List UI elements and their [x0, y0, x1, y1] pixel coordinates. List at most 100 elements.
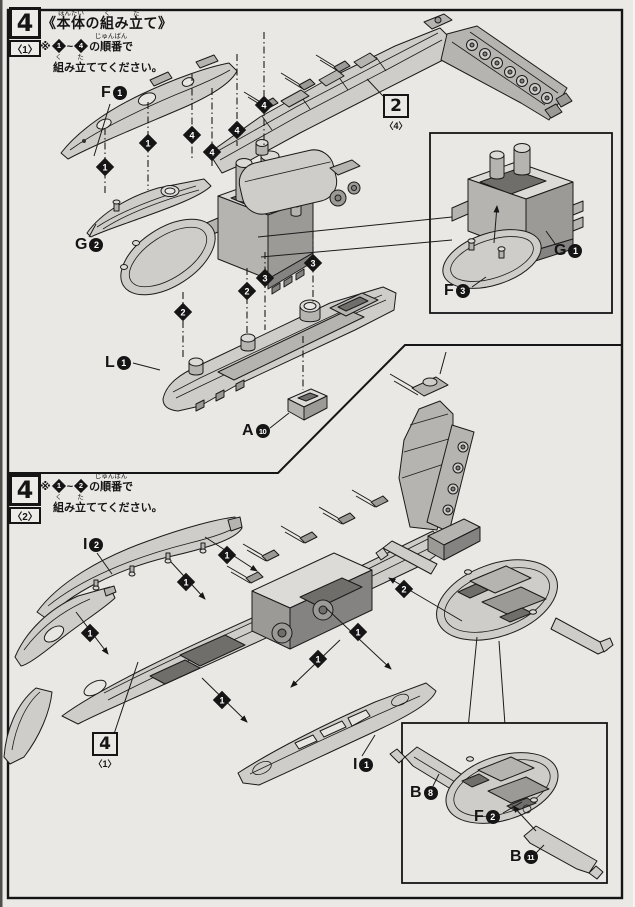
subassembly-2-art [208, 13, 573, 174]
part-letter: F [474, 808, 484, 825]
ref-variant: 〈1〉 [93, 759, 117, 769]
assembly-order-marker: 4 [254, 95, 274, 115]
pod-assembly-art [375, 540, 614, 655]
step-variant-text: 〈2〉 [12, 512, 38, 523]
part-number-badge: 2 [89, 238, 104, 252]
part-a10-art [287, 388, 328, 421]
leader-lines-section1 [88, 78, 384, 429]
main-ship-art [61, 351, 481, 725]
section2-art [3, 351, 614, 884]
part-number-badge: 11 [523, 850, 538, 864]
step-number-text: 4 [16, 476, 34, 504]
note-line-2: 組くみ立たててください。 [53, 53, 163, 79]
part-number-badge: 1 [359, 758, 374, 772]
subassembly-ref-2: 2 〈4〉 [383, 94, 409, 132]
ruby-word: 立た [75, 493, 86, 514]
section2-step-variant: 〈2〉 [9, 507, 41, 524]
assembly-order-marker: 4 [202, 142, 222, 162]
part-l1-art [162, 286, 397, 412]
ruby-word: 本体ほんたい [56, 10, 86, 31]
part-letter: F [101, 84, 111, 101]
assembly-order-marker: 1 [212, 690, 232, 710]
section2-step-number: 4 [9, 474, 41, 506]
assembly-order-marker: 2 [237, 281, 257, 301]
inset-box-2 [389, 722, 608, 884]
part-letter: G [75, 236, 88, 253]
section1-art [60, 13, 613, 429]
part-number-badge: 8 [423, 786, 438, 800]
section2-header: 4 〈2〉 [9, 474, 41, 524]
part-i1-art [237, 682, 437, 786]
assembly-order-marker: 1 [80, 623, 100, 643]
ref-variant: 〈4〉 [384, 121, 408, 131]
ruby-word: 順番じゅんばん [94, 473, 128, 493]
part-letter: G [554, 242, 567, 259]
assembly-order-marker: 4 [227, 120, 247, 140]
assembly-order-marker: 1 [95, 157, 115, 177]
inset1-link-line [260, 239, 453, 258]
assembly-order-marker: 1 [348, 622, 368, 642]
ruby-word: 立た [129, 10, 144, 31]
section1-title: 《本体ほんたいの組くみ立たて》 [42, 10, 173, 31]
assembly-order-marker: 2 [173, 302, 193, 322]
part-letter: B [510, 848, 522, 865]
part-letter: A [242, 422, 254, 439]
assembly-order-marker: 4 [182, 125, 202, 145]
part-number-badge: 10 [255, 424, 270, 438]
track-rollers [466, 39, 553, 104]
part-letter: I [353, 756, 358, 773]
inset1-link-line [257, 216, 453, 238]
assembly-order-marker: 1 [308, 649, 328, 669]
subassembly-ref-4: 4 〈1〉 [92, 732, 118, 770]
ruby-word: 順番じゅんばん [94, 33, 128, 53]
ruby-word: 立た [75, 53, 86, 74]
part-letter: F [444, 282, 454, 299]
part-letter: B [410, 784, 422, 801]
assembly-order-marker: 1 [138, 133, 158, 153]
part-letter: L [105, 354, 115, 371]
part-number-badge: 2 [485, 810, 500, 824]
step-number-text: 4 [16, 9, 34, 37]
step-variant-text: 〈1〉 [12, 45, 38, 56]
inset-box-1 [429, 132, 613, 314]
boiler-block-art [238, 139, 361, 215]
part-number-badge: 1 [116, 356, 131, 370]
ref-number: 4 [92, 732, 118, 756]
part-letter: I [83, 536, 88, 553]
assembly-order-marker: 1 [176, 572, 196, 592]
part-number-badge: 2 [89, 538, 104, 552]
assembly-order-marker: 3 [255, 268, 275, 288]
note-line-2: 組くみ立たててください。 [53, 493, 163, 519]
part-number-badge: 1 [568, 244, 583, 258]
assembly-order-marker: 1 [217, 545, 237, 565]
assembly-order-marker: 3 [303, 253, 323, 273]
assembly-order-marker: 2 [394, 579, 414, 599]
left-wing-piece-art [14, 585, 117, 667]
section-divider [8, 344, 622, 474]
part-number-badge: 1 [112, 86, 127, 100]
section1-step-number: 4 [9, 7, 41, 39]
ref-number: 2 [383, 94, 409, 118]
part-g2-art [86, 178, 212, 238]
ruby-word: 組く [53, 493, 64, 514]
scan-edge [0, 0, 3, 907]
section1-header: 4 〈1〉 [9, 7, 41, 57]
section1-step-variant: 〈1〉 [9, 40, 41, 57]
ruby-word: 組く [53, 53, 64, 74]
